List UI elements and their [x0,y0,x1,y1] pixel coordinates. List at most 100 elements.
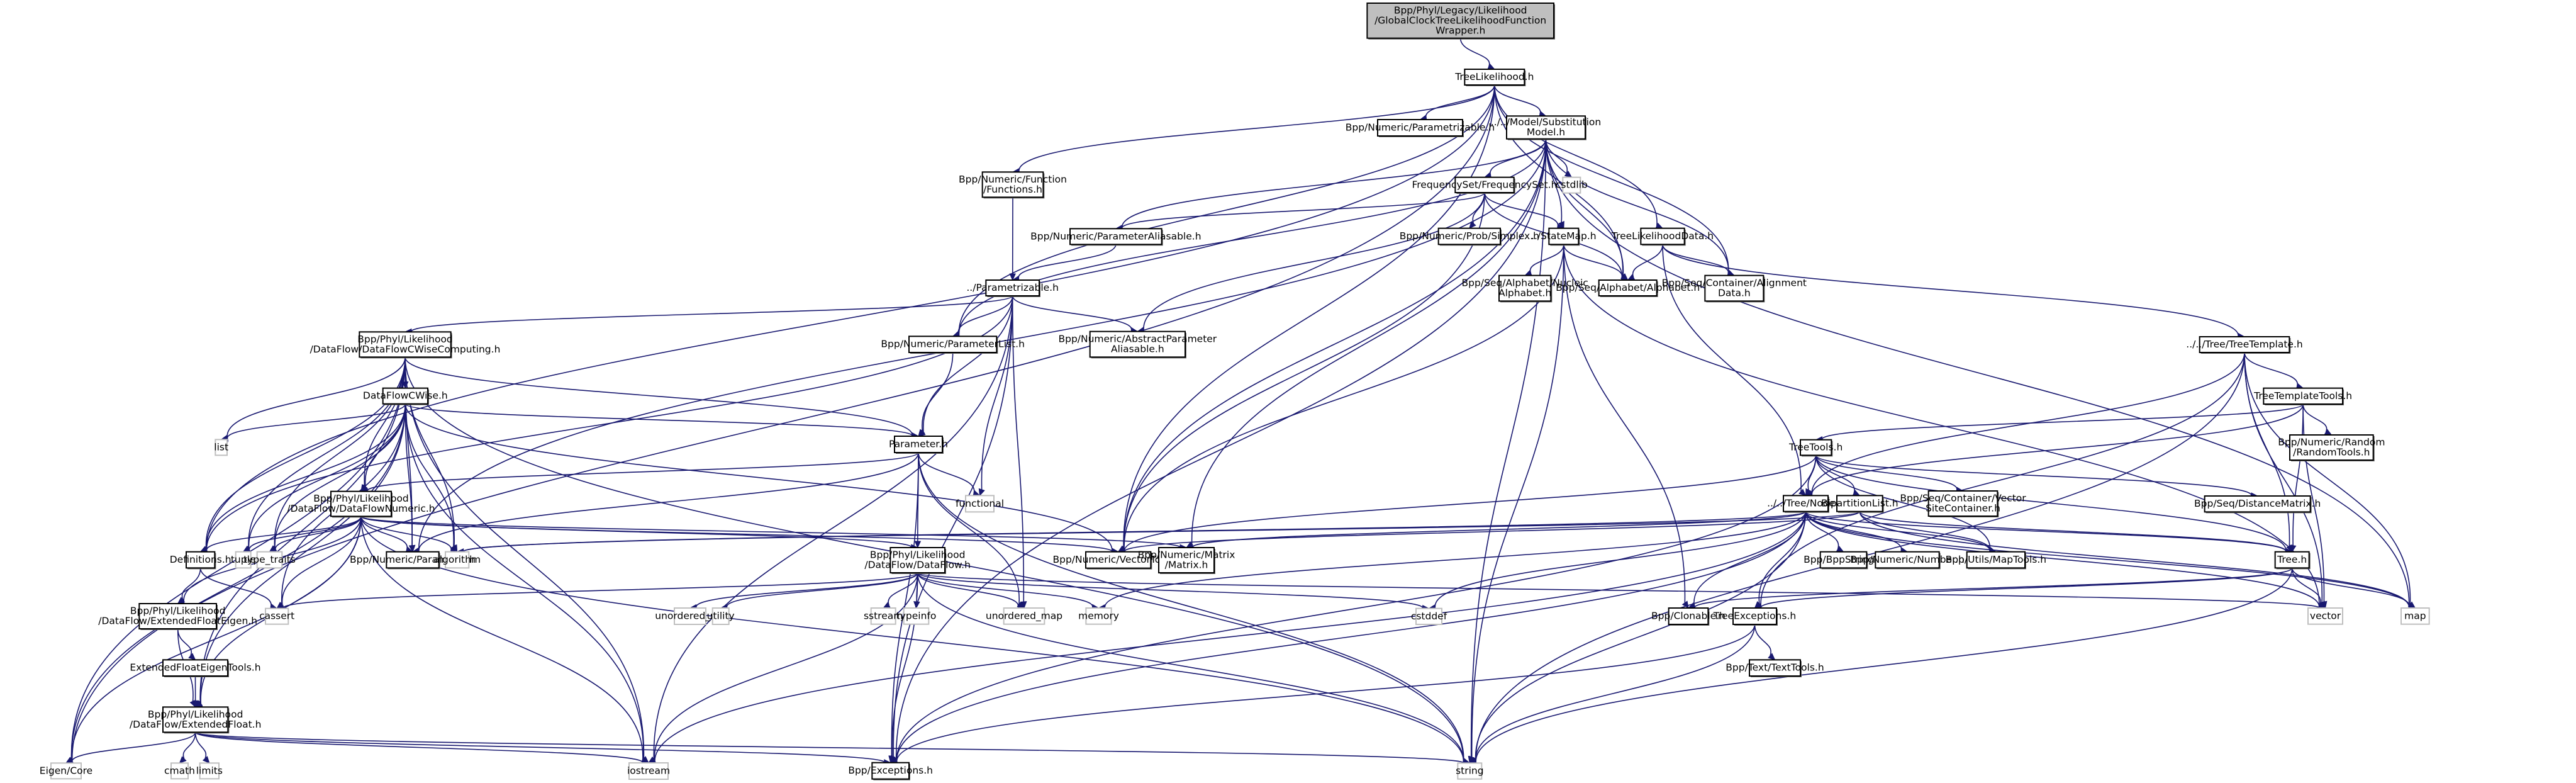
node-dfcwisecomp[interactable]: Bpp/Phyl/Likelihood/DataFlow/DataFlowCWi… [310,331,501,359]
node-box [199,762,220,780]
edge-freqset-to-paramaliasable [1115,192,1485,232]
node-box [1668,607,1709,625]
node-dataflow[interactable]: Bpp/Phyl/Likelihood/DataFlow/DataFlow.h [864,547,971,574]
node-matrix[interactable]: Bpp/Numeric/Matrix/Matrix.h [1138,547,1235,574]
node-treelikdata[interactable]: TreeLikelihoodData.h [1611,227,1714,246]
arrowhead-icon [1805,488,1812,497]
node-clonable[interactable]: Bpp/Clonable.h [1651,607,1726,626]
node-statemap[interactable]: ../StateMap.h [1531,227,1597,246]
node-label: /Matrix.h [1165,560,1208,571]
arrowhead-icon [192,700,199,708]
edge-freqset-to-statemap [1484,192,1565,230]
node-box [330,490,392,517]
edge-line [1529,244,1564,274]
node-dfcwise[interactable]: DataFlowCWise.h [363,387,448,405]
node-simplex[interactable]: Bpp/Numeric/Prob/Simplex.h [1400,227,1539,246]
edge-parametrizable-to-dfcwisecomp [404,295,1013,335]
edge-node-to-matrix [1185,510,1807,551]
node-label: utility [707,611,735,622]
edge-line [1811,352,2245,495]
edge-node-to-exceptions [889,511,1807,765]
edge-line [274,403,406,549]
node-maptools[interactable]: Bpp/Utils/MapTools.h [1946,551,2047,570]
node-box [1437,227,1502,245]
node-extfloateigen[interactable]: Bpp/Phyl/Likelihood/DataFlow/ExtendedFlo… [98,603,257,630]
node-number[interactable]: Bpp/Numeric/Number.h [1850,551,1965,570]
node-numparameter[interactable]: Bpp/Numeric/Parameter.h [350,551,476,570]
edge-line [1123,84,1495,549]
edge-parameter-to-functional [918,452,981,497]
node-distmatrix[interactable]: Bpp/Seq/DistanceMatrix.h [2194,495,2321,514]
edge-line [2291,568,2321,606]
node-paramlist[interactable]: Bpp/Numeric/ParameterList.h [881,335,1025,354]
node-alphabet[interactable]: Bpp/Seq/Alphabet/Alphabet.h [1556,279,1700,297]
edge-submodel-to-cstdlib [1545,138,1573,178]
node-definitions[interactable]: Definitions.h [170,551,231,570]
edge-extfloateigen-to-extfloateigentools [177,628,196,661]
edge-extfloat-to-string [194,731,1471,767]
node-box [2263,387,2343,405]
node-freqset[interactable]: FrequencySet/FrequencySet.h [1412,176,1558,194]
node-dfnumeric[interactable]: Bpp/Phyl/Likelihood/DataFlow/DataFlowNum… [287,490,435,518]
node-label: Data.h [1718,288,1751,299]
node-extfloateigentools[interactable]: ExtendedFloatEigenTools.h [130,659,261,677]
node-box [1498,274,1552,302]
edge-line [1018,84,1495,172]
node-treelik[interactable]: TreeLikelihood.h [1454,69,1534,86]
node-layer: Bpp/Phyl/Legacy/Likelihood/GlobalClockTr… [40,3,2430,780]
node-box [256,551,283,569]
node-parameter[interactable]: Parameter.h [889,436,948,454]
node-exceptions[interactable]: Bpp/Exceptions.h [848,762,933,780]
edge-line [71,84,1495,762]
edge-line [1760,567,2293,609]
node-parametrizable[interactable]: ../Parametrizable.h [966,279,1059,297]
node-functions[interactable]: Bpp/Numeric/Function/Functions.h [959,171,1067,199]
edge-extfloat-to-cmath [179,732,196,764]
node-box [1457,762,1483,780]
arrowhead-icon [1487,63,1495,70]
node-treetemplatetools[interactable]: TreeTemplateTools.h [2253,387,2352,405]
arrowhead-icon [1836,546,1844,553]
node-label: Wrapper.h [1436,25,1485,36]
node-texttools[interactable]: Bpp/Text/TextTools.h [1726,659,1824,677]
node-node[interactable]: ../../Tree/Node.h [1767,495,1844,513]
edge-line [1191,138,1547,545]
edge-dataflow-to-sstream [883,572,918,609]
node-box [235,551,252,569]
node-vectortools[interactable]: Bpp/Numeric/VectorTools.h [1052,551,1184,570]
node-bppstring[interactable]: Bpp/BppString.h [1804,551,1883,570]
edge-line [248,403,406,549]
edge-line [360,516,452,551]
edge-line [1484,192,1558,227]
node-randomtools[interactable]: Bpp/Numeric/Random/RandomTools.h [2278,434,2385,461]
node-box [870,607,896,625]
node-treeexceptions[interactable]: TreeExceptions.h [1713,607,1796,626]
edge-line [1805,511,2320,608]
node-treetemplate[interactable]: ../../Tree/TreeTemplate.h [2186,336,2303,354]
arrowhead-icon [1852,490,1861,496]
node-paramaliasable[interactable]: Bpp/Numeric/ParameterAliasable.h [1030,228,1202,246]
node-extfloat[interactable]: Bpp/Phyl/Likelihood/DataFlow/ExtendedFlo… [130,706,262,734]
edge-line [1475,511,1807,761]
node-vector: vector [2307,607,2343,625]
node-treetools[interactable]: TreeTools.h [1788,439,1843,457]
edge-line [918,452,1464,762]
node-label: /DataFlow/ExtendedFloat.h [130,719,262,730]
node-box [1800,439,1832,456]
node-bipartition[interactable]: BipartitionList.h [1821,495,1899,513]
edge-treetemplatetools-to-node [1805,403,2304,499]
node-parametrizable_num[interactable]: Bpp/Numeric/Parametrizable.h [1346,119,1495,137]
node-tree[interactable]: Tree.h [2274,551,2311,570]
node-iostream: iostream [627,762,670,780]
edge-line [194,731,1464,763]
node-box [1704,274,1765,302]
edge-treetools-to-vectortools [1117,455,1817,555]
node-label: BipartitionList.h [1821,498,1899,509]
node-root: Bpp/Phyl/Legacy/Likelihood/GlobalClockTr… [1366,3,1555,40]
node-label: Bpp/Phyl/Likelihood [313,493,409,504]
